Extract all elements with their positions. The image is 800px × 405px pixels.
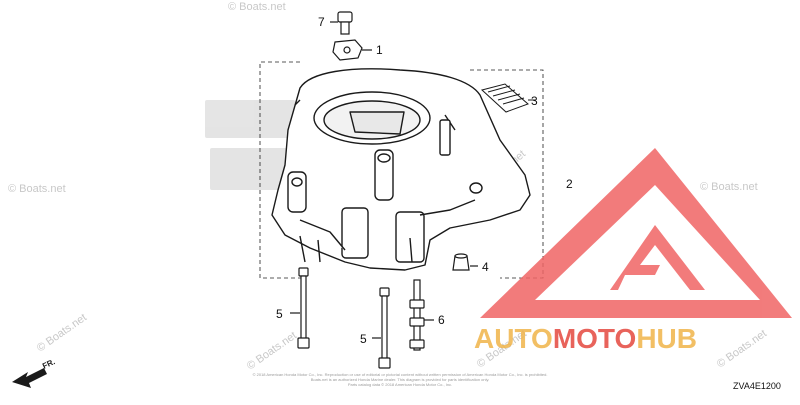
front-label: FR. bbox=[41, 357, 56, 371]
part-7-bolt bbox=[330, 11, 353, 35]
copyright-notice: © 2018 American Honda Motor Co., Inc. Re… bbox=[253, 372, 548, 387]
brand-wordmark-part1: AUTO bbox=[474, 323, 553, 354]
undercover-housing bbox=[271, 68, 531, 271]
callout-2: 2 bbox=[566, 177, 573, 191]
copyright-line: © 2018 American Honda Motor Co., Inc. Re… bbox=[253, 372, 548, 377]
watermark: © Boats.net bbox=[700, 181, 758, 193]
part-5-bolt-center bbox=[372, 287, 391, 369]
watermark: © Boats.net bbox=[228, 1, 286, 13]
brand-triangle-icon bbox=[480, 148, 792, 318]
part-4-grommet bbox=[452, 253, 478, 271]
part-5-bolt-left bbox=[290, 267, 310, 349]
callout-4: 4 bbox=[482, 260, 489, 274]
callout-5-center: 5 bbox=[360, 332, 367, 346]
part-6-stud bbox=[409, 279, 434, 351]
copyright-line: Boats.net is an authorized Honda Marine … bbox=[311, 377, 490, 382]
callout-6: 6 bbox=[438, 313, 445, 327]
watermark: © Boats.net bbox=[35, 312, 89, 355]
brand-inner-mark-icon bbox=[610, 225, 705, 290]
part-3-grille bbox=[480, 83, 536, 113]
watermark: © Boats.net bbox=[715, 328, 769, 371]
front-direction-indicator: FR. bbox=[12, 357, 57, 388]
watermark: © Boats.net bbox=[8, 183, 66, 195]
callout-labels: 1 2 3 4 5 5 6 7 bbox=[276, 15, 573, 346]
automotohub-logo: AUTOMOTOHUB bbox=[474, 148, 792, 354]
brand-wordmark-part2: MOTO bbox=[553, 323, 636, 354]
front-arrow-icon bbox=[12, 368, 47, 388]
callout-7: 7 bbox=[318, 15, 325, 29]
callout-1: 1 bbox=[376, 43, 383, 57]
diagram-code: ZVA4E1200 bbox=[733, 381, 781, 391]
copyright-line: Parts catalog data © 2018 American Honda… bbox=[348, 382, 452, 387]
watermark: © Boats.net bbox=[245, 330, 299, 373]
callout-3: 3 bbox=[531, 94, 538, 108]
brand-wordmark: AUTOMOTOHUB bbox=[474, 323, 697, 354]
brand-wordmark-part3: HUB bbox=[636, 323, 697, 354]
callout-5-left: 5 bbox=[276, 307, 283, 321]
part-1-plate bbox=[332, 39, 372, 61]
